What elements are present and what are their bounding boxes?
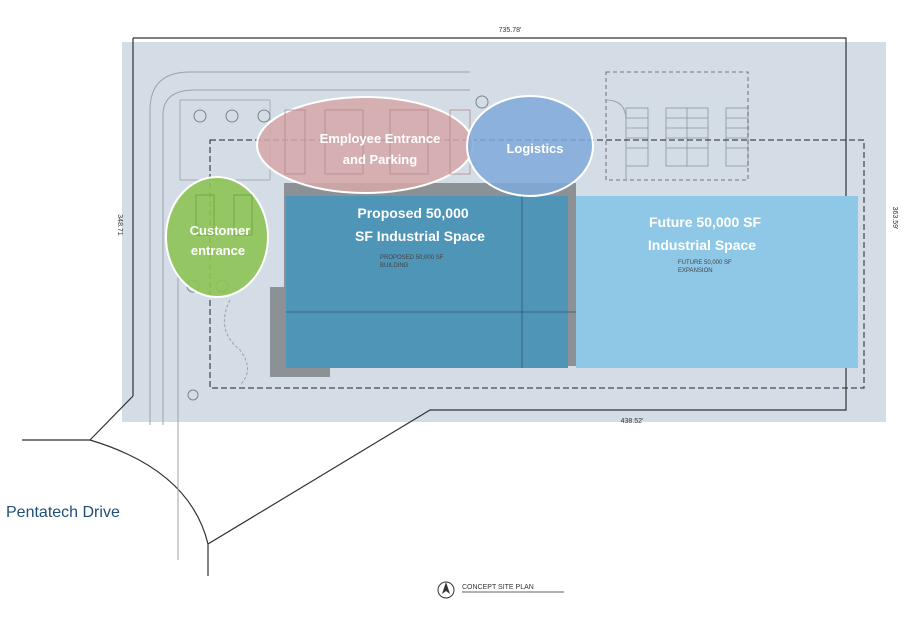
- proposed-building-caption-1: PROPOSED 50,000 SF: [380, 255, 444, 261]
- tree: [187, 389, 199, 401]
- customer-parking-stalls: [195, 194, 253, 236]
- proposed-building-label-1: Proposed 50,000: [357, 205, 468, 221]
- tree: [225, 109, 239, 123]
- future-building-label-1: Future 50,000 SF: [649, 214, 761, 230]
- future-building-caption-2: EXPANSION: [678, 268, 713, 274]
- driveway-inner: [162, 89, 470, 425]
- future-building-caption-1: FUTURE 50,000 SF: [678, 260, 732, 266]
- title-block: CONCEPT SITE PLAN: [437, 581, 564, 599]
- tree: [475, 95, 489, 109]
- driveway-outer: [149, 71, 470, 425]
- logistics-zone: [466, 95, 594, 197]
- road-name-label: Pentatech Drive: [6, 504, 120, 521]
- setback-line: [209, 139, 865, 389]
- employee-zone-label-2: and Parking: [343, 152, 417, 167]
- customer-zone-label-1: Customer: [190, 223, 251, 238]
- employee-zone-label-1: Employee Entrance: [320, 131, 441, 146]
- property-line: [133, 37, 847, 576]
- tree: [257, 109, 271, 123]
- proposed-building: [286, 196, 568, 368]
- dimension-left: 348.71: [116, 214, 123, 236]
- customer-zone: [165, 176, 269, 298]
- dimension-right: 363.59': [891, 207, 898, 230]
- proposed-building-label-2: SF Industrial Space: [355, 228, 485, 244]
- walkway: [223, 299, 248, 386]
- future-building: [576, 196, 858, 368]
- customer-zone-label-2: entrance: [191, 243, 245, 258]
- island-round: [605, 99, 627, 180]
- future-lot-outline: [605, 71, 749, 181]
- dimension-top: 735.78': [499, 27, 522, 34]
- dimension-bottom: 438.52': [621, 418, 644, 425]
- title-block-label: CONCEPT SITE PLAN: [462, 584, 534, 591]
- property-line-diag: [89, 395, 134, 441]
- logistics-zone-label: Logistics: [506, 141, 563, 156]
- tree: [193, 109, 207, 123]
- proposed-building-caption-2: BUILDING: [380, 263, 409, 269]
- future-building-label-2: Industrial Space: [648, 237, 756, 253]
- road-curve: [89, 439, 209, 545]
- north-arrow-pointer: [442, 582, 450, 594]
